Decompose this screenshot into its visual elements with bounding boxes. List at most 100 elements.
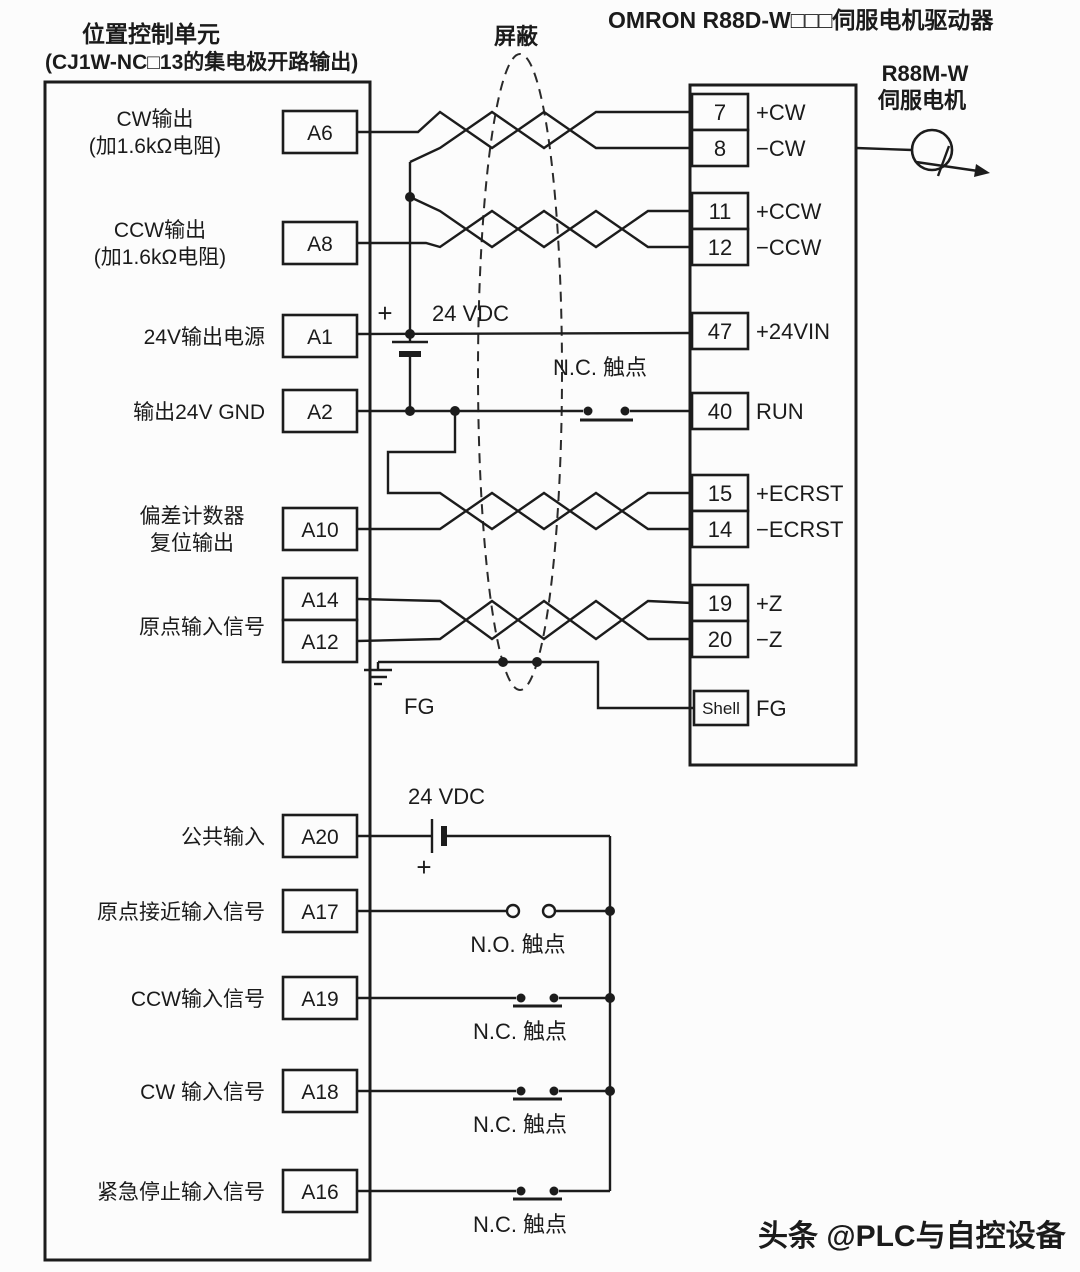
unit-terminal-a12-box: [281, 618, 359, 664]
label-ccw-output: CCW输出: [114, 219, 206, 242]
label-cw-output: CW输出: [117, 108, 194, 131]
unit-terminal-a17-box: [281, 888, 359, 934]
driver-terminal-11-box: [690, 191, 750, 231]
motor-name: 伺服电机: [877, 88, 966, 113]
unit-terminal-a18-box: [281, 1068, 359, 1114]
motor-arrowhead: [974, 164, 990, 177]
signal-24vin: +24VIN: [756, 319, 830, 344]
signal-run: RUN: [756, 399, 804, 424]
battery-24vdc-upper: [392, 340, 428, 357]
vdc-label-upper: 24 VDC: [432, 301, 509, 326]
wire-a8-to-ccw: [357, 209, 692, 249]
motor-arrow-tick: [936, 145, 951, 177]
wire-a12-to-minusz: [356, 599, 692, 643]
unit-terminal-a14: A14: [301, 589, 339, 612]
unit-terminal-a1: A1: [307, 326, 333, 349]
driver-title: OMRON R88D-W□□□伺服电机驱动器: [608, 7, 994, 33]
ground-symbol: [364, 662, 392, 686]
junction-dot: [405, 406, 415, 416]
signal-minusecrst: −ECRST: [756, 517, 843, 542]
unit-subtitle: (CJ1W-NC□13的集电极开路输出): [45, 50, 358, 74]
unit-terminal-a12: A12: [301, 631, 338, 654]
unit-title: 位置控制单元: [82, 21, 220, 47]
unit-terminal-a1-box: [281, 313, 359, 359]
driver-terminal-14-box: [690, 509, 750, 549]
contact-dot: [516, 1086, 526, 1096]
label-24v-gnd: 输出24V GND: [133, 401, 265, 424]
watermark: 头条 @PLC与自控设备: [758, 1219, 1067, 1253]
driver-terminals: [690, 92, 750, 727]
wire-a6-to-cw: [357, 110, 692, 150]
no-contact-a17: [505, 903, 557, 919]
nc-contact-a16-label: N.C. 触点: [473, 1212, 567, 1237]
driver-terminal-12-box: [690, 227, 750, 267]
driver-pin-8: 8: [714, 136, 726, 161]
unit-terminal-a2: A2: [307, 401, 333, 424]
unit-terminal-a20-box: [281, 813, 359, 859]
contact-dot: [549, 1086, 559, 1096]
no-contact-a17-label: N.O. 触点: [470, 932, 565, 957]
nc-contact-a19: [513, 993, 562, 1008]
driver-pin-15: 15: [708, 481, 732, 506]
unit-terminal-a20: A20: [301, 826, 338, 849]
wire-driver-to-motor: [855, 146, 913, 152]
driver-terminal-15-box: [690, 473, 750, 513]
unit-terminal-a6-box: [281, 109, 359, 155]
junction-dots: [405, 192, 615, 1096]
signal-plusecrst: +ECRST: [756, 481, 843, 506]
driver-pin-12: 12: [708, 235, 732, 260]
unit-terminal-a19-box: [281, 975, 359, 1021]
motor-circle: [910, 128, 954, 172]
signal-pluscw: +CW: [756, 100, 806, 125]
driver-terminal-40-box: [690, 391, 750, 431]
driver-terminal-47-box: [690, 311, 750, 351]
shield-label: 屏蔽: [494, 24, 539, 49]
label-emergency-stop: 紧急停止输入信号: [97, 1181, 265, 1204]
unit-terminal-a18: A18: [301, 1081, 338, 1104]
driver-terminal-20-box: [690, 619, 750, 659]
nc-contact-a19-label: N.C. 触点: [473, 1019, 567, 1044]
contact-dot: [620, 406, 630, 416]
label-cw-resistor: (加1.6kΩ电阻): [89, 135, 221, 158]
wires: [356, 110, 913, 1193]
contact-dot: [549, 993, 559, 1003]
label-ccw-resistor: (加1.6kΩ电阻): [94, 246, 226, 269]
nc-contact-a18-label: N.C. 触点: [473, 1112, 567, 1137]
junction-dot: [405, 329, 415, 339]
label-reset-output: 复位输出: [150, 532, 234, 555]
signal-minusz: −Z: [756, 627, 782, 652]
wire-a14-to-plusz: [356, 597, 693, 641]
unit-terminal-a10: A10: [301, 519, 338, 542]
plus-sign-upper: +: [377, 298, 392, 328]
motor-model: R88M-W: [882, 61, 969, 86]
driver-pin-11: 11: [709, 199, 732, 224]
unit-terminal-a8-box: [281, 220, 359, 266]
shield-ellipse: [477, 53, 563, 691]
junction-dot: [605, 1086, 615, 1096]
junction-dot: [450, 406, 460, 416]
unit-terminal-a14-box: [281, 576, 359, 622]
wire-24v-to-plusccw: [409, 195, 692, 249]
nc-contact-a18: [513, 1086, 562, 1101]
unit-terminal-a16-box: [281, 1168, 359, 1214]
shield-connection-dot: [498, 657, 508, 667]
label-origin-input: 原点输入信号: [139, 616, 265, 639]
unit-terminal-a6: A6: [307, 122, 333, 145]
signal-plusz: +Z: [756, 591, 782, 616]
unit-terminal-a16: A16: [301, 1181, 338, 1204]
label-ccw-input: CCW输入信号: [131, 988, 265, 1011]
wire-to-plusecrst: [386, 411, 692, 531]
wire-24v-to-pluscw: [409, 110, 692, 164]
unit-terminal-a17: A17: [301, 901, 338, 924]
servo-motor-symbol: [910, 128, 990, 177]
label-cw-input: CW 输入信号: [140, 1081, 265, 1104]
signal-minusccw: −CCW: [756, 235, 822, 260]
label-origin-proximity: 原点接近输入信号: [97, 901, 265, 924]
unit-terminal-a10-box: [281, 506, 359, 552]
contact-dot: [516, 993, 526, 1003]
fg-label: FG: [404, 694, 435, 719]
driver-pin-20: 20: [708, 627, 732, 652]
unit-terminal-a19: A19: [301, 988, 338, 1011]
contact-circle: [541, 903, 557, 919]
